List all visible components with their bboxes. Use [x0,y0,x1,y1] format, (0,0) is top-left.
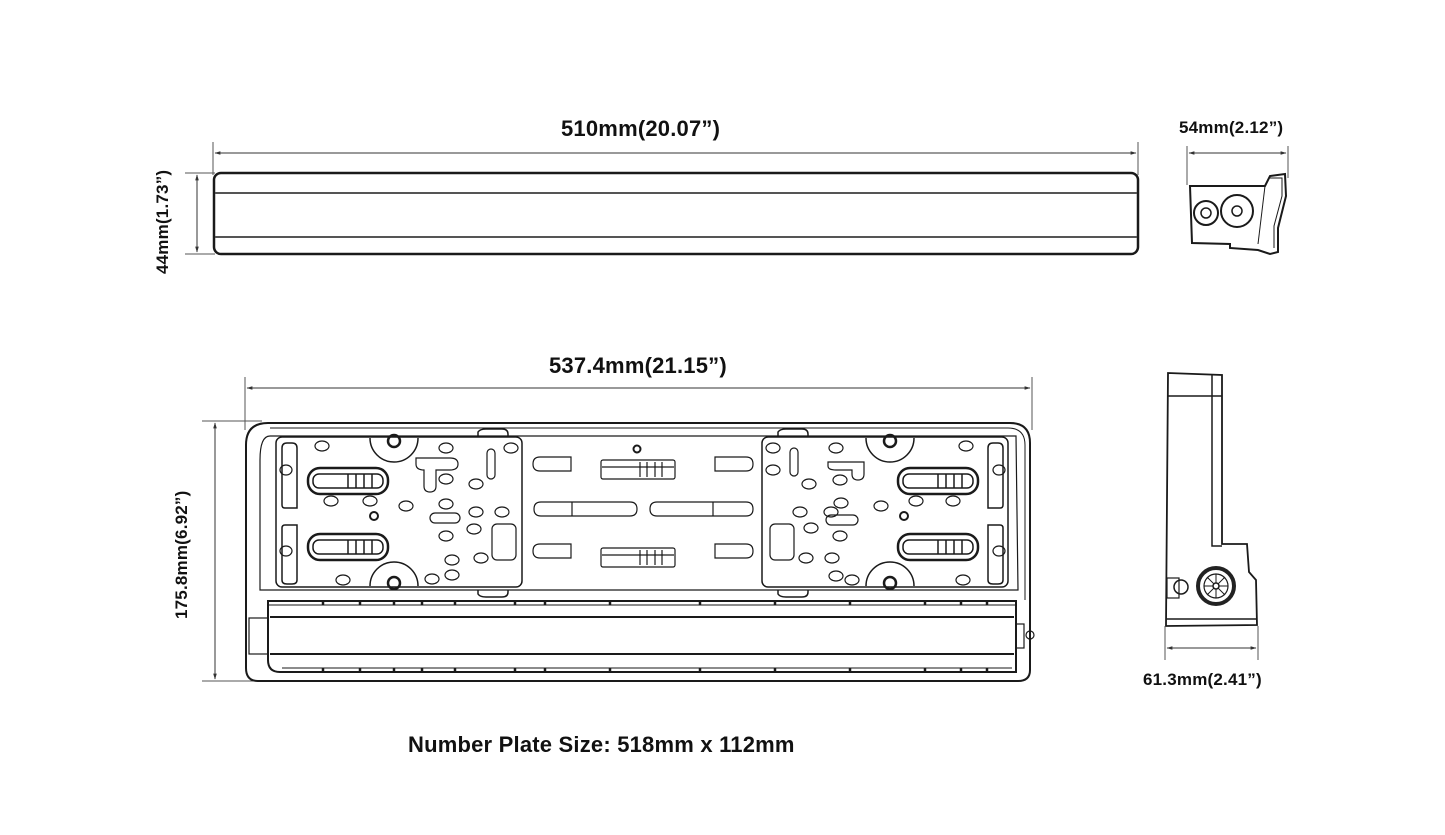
side-view-depth-label: 61.3mm(2.41”) [1143,670,1262,689]
slot-clamp [306,466,390,562]
front-view-width-label: 537.4mm(21.15”) [549,353,727,378]
mounting-holes [279,440,519,586]
side-top-depth-label: 54mm(2.12”) [1179,118,1284,137]
front-view-plate-holder [202,377,1035,682]
top-side-view [1186,146,1289,256]
top-view-light-bar [185,142,1140,256]
plate-size-caption: Number Plate Size: 518mm x 112mm [408,732,795,757]
center-panel [532,444,754,568]
slot-clamp [896,466,980,562]
screw-boss [369,433,915,591]
top-view-width-label: 510mm(20.07”) [561,116,721,141]
side-view [1164,372,1259,660]
front-light-bar [248,600,1035,673]
mounting-holes [765,440,1006,586]
